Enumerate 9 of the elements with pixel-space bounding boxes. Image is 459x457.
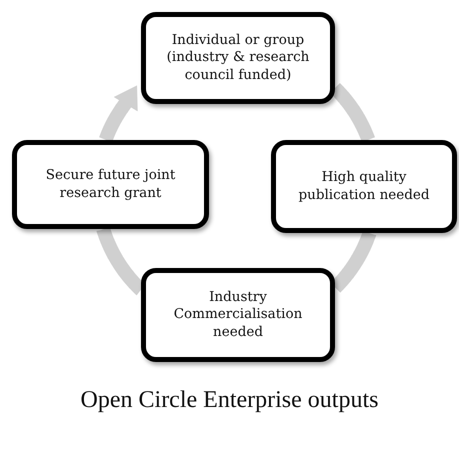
process-box — [271, 140, 457, 233]
caption: Open Circle Enterprise outputs — [80, 386, 380, 415]
box-text: Industry Commercialisation needed — [172, 288, 304, 342]
box-text: High quality publication needed — [297, 168, 431, 204]
box-text: Individual or group (industry & research council funded) — [166, 32, 310, 84]
process-box — [12, 140, 209, 229]
box-text: Secure future joint research grant — [44, 166, 176, 202]
process-box — [141, 268, 335, 362]
process-box — [141, 12, 335, 104]
